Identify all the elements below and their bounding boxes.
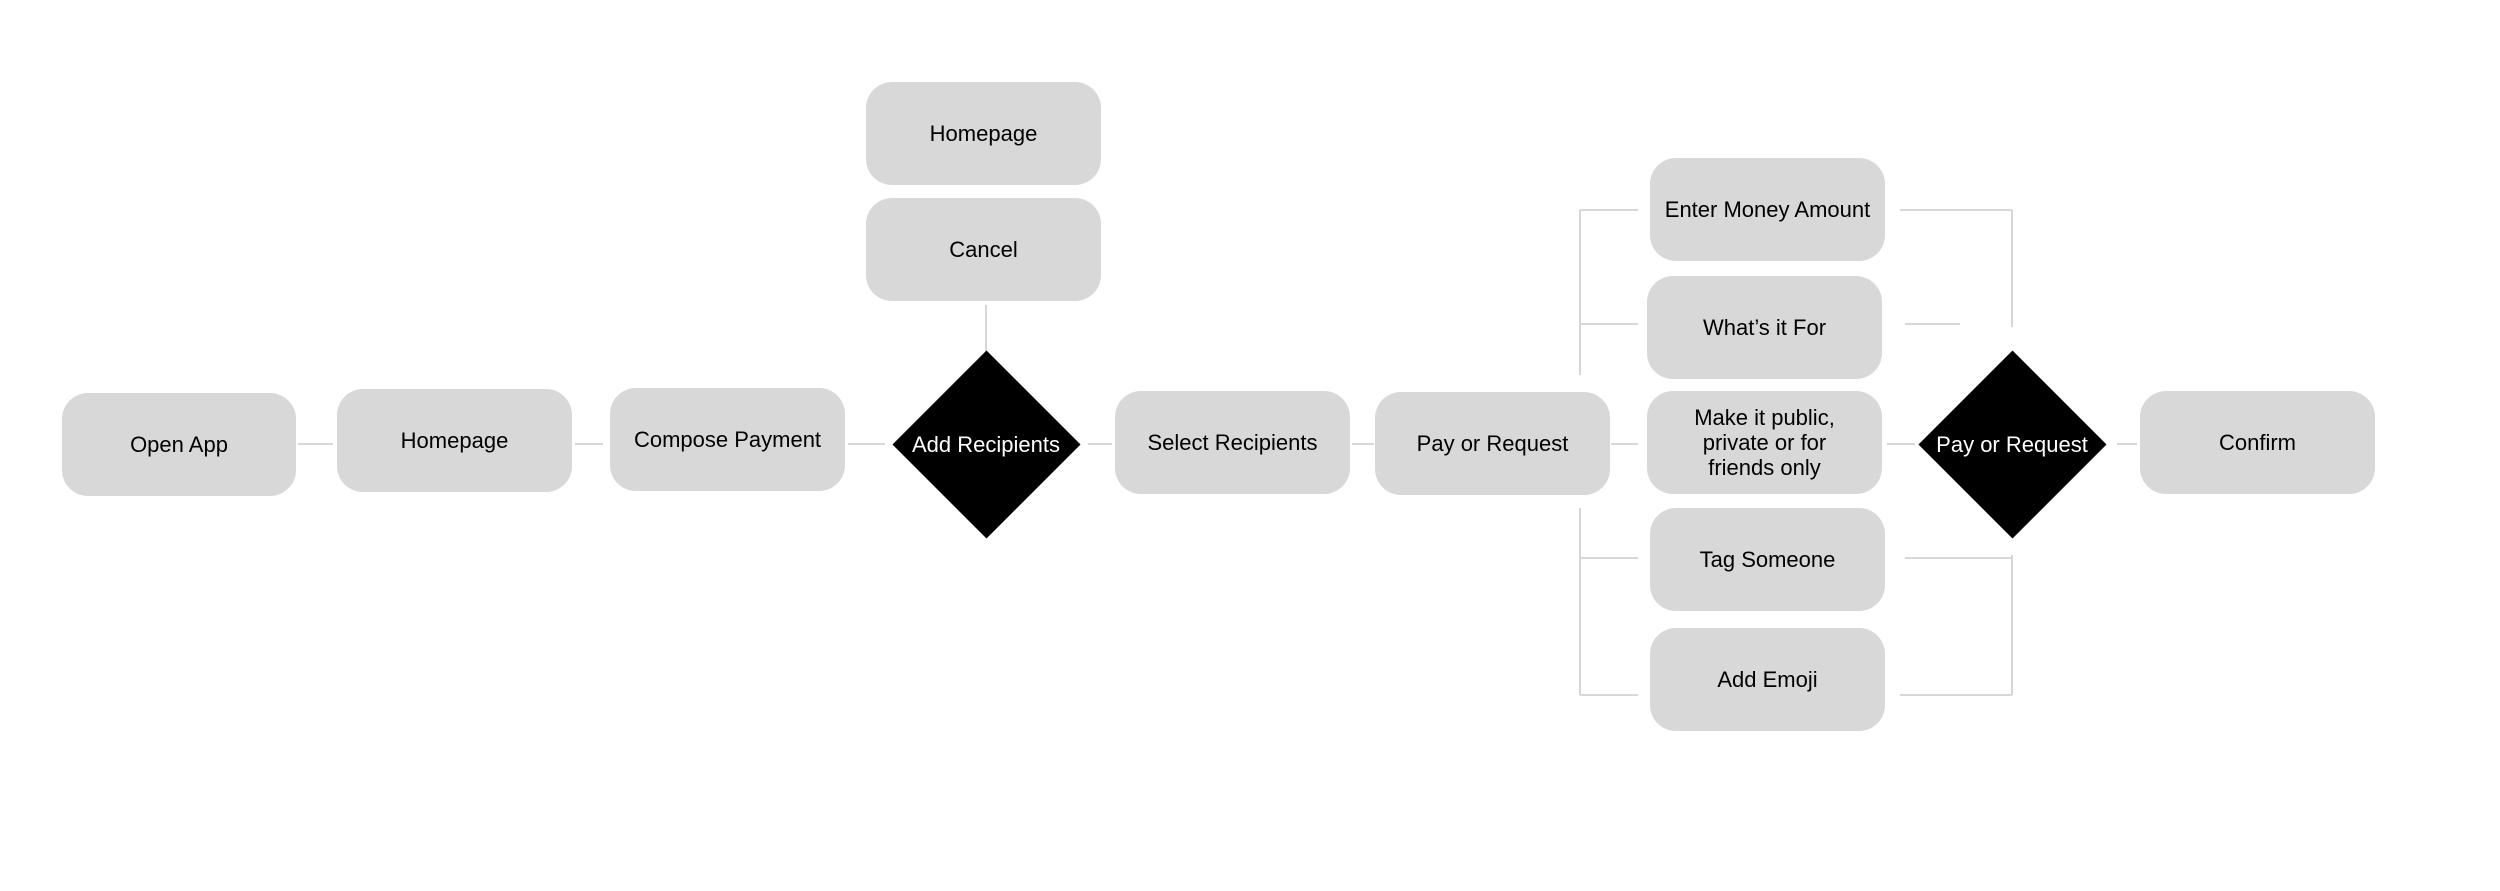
confirm-node: Confirm	[2140, 391, 2375, 494]
make-public-node: Make it public, private or for friends o…	[1647, 391, 1882, 494]
add-recipients-decision-label: Add Recipients	[912, 431, 1060, 457]
tag-someone-node: Tag Someone	[1650, 508, 1885, 611]
pay-or-request-decision-label: Pay or Request	[1936, 431, 2088, 457]
homepage-node: Homepage	[337, 389, 572, 492]
add-emoji-node: Add Emoji	[1650, 628, 1885, 731]
whats-it-for-node: What’s it For	[1647, 276, 1882, 379]
enter-money-amount-node: Enter Money Amount	[1650, 158, 1885, 261]
select-recipients-node: Select Recipients	[1115, 391, 1350, 494]
cancel-node: Cancel	[866, 198, 1101, 301]
open-app-node: Open App	[62, 393, 296, 496]
pay-or-request-node: Pay or Request	[1375, 392, 1610, 495]
homepage-exit-node: Homepage	[866, 82, 1101, 185]
compose-payment-node: Compose Payment	[610, 388, 845, 491]
